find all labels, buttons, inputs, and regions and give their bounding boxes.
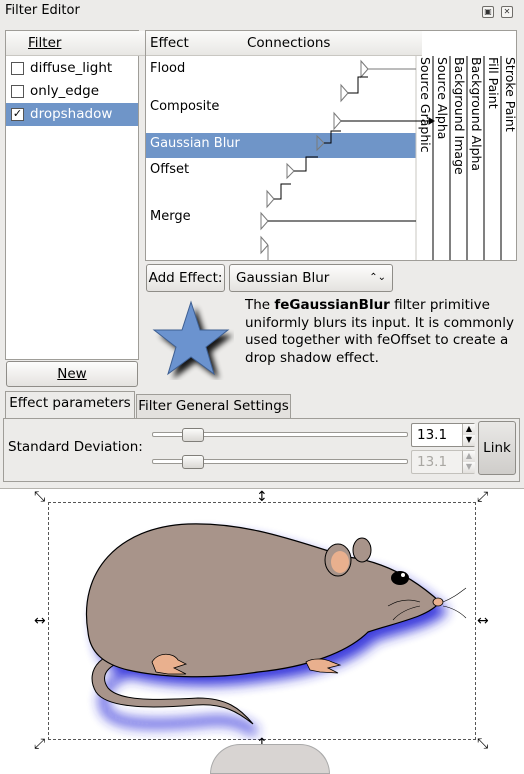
std-dev-x-value: 13.1 — [417, 427, 448, 443]
effect-type-select[interactable]: Gaussian Blur ⌃⌄ — [229, 264, 393, 292]
filter-row-only-edge[interactable]: only_edge — [6, 80, 138, 103]
effect-row-offset[interactable]: Offset — [146, 159, 416, 183]
selection-bbox — [48, 502, 476, 740]
input-label-fill-paint: Fill Paint — [486, 57, 501, 109]
input-label-source-alpha: Source Alpha — [435, 57, 450, 140]
scale-handle-bottom-left-icon[interactable]: ⤢ — [34, 736, 46, 752]
drawing-canvas[interactable]: ⤡ ↕ ⤢ ↔ ↔ ⤢ ↕ ⤡ — [0, 489, 524, 774]
connections-graph — [260, 56, 502, 260]
input-label-background-image: Background Image — [452, 57, 467, 175]
filter-header-label: Filter — [28, 35, 62, 51]
tab-label: Effect parameters — [9, 395, 131, 411]
close-button[interactable]: ✕ — [501, 6, 513, 18]
std-dev-y-spinbox[interactable]: 13.1 ▲ ▼ — [411, 450, 475, 474]
filter-row-diffuse-light[interactable]: diffuse_light — [6, 57, 138, 80]
effect-row-flood[interactable]: Flood — [146, 57, 416, 82]
parameters-pane — [3, 418, 520, 482]
add-effect-button[interactable]: Add Effect: — [146, 264, 225, 292]
link-button[interactable]: Link — [478, 421, 516, 475]
rat-illustration[interactable] — [48, 502, 476, 740]
new-button-label: New — [57, 366, 87, 382]
std-dev-x-slider-thumb[interactable] — [182, 428, 205, 442]
star-icon — [152, 300, 233, 379]
std-dev-x-slider-track[interactable] — [152, 432, 408, 437]
std-dev-label: Standard Deviation: — [8, 439, 143, 455]
panel-title: Filter Editor — [5, 3, 80, 18]
input-label-source-graphic: Source Graphic — [418, 57, 433, 153]
effect-description: The feGaussianBlur filter primitive unif… — [245, 297, 515, 367]
input-label-stroke-paint: Stroke Paint — [503, 57, 517, 132]
spin-up-icon[interactable]: ▲ — [462, 424, 475, 435]
effect-column-header[interactable]: Effect — [146, 31, 248, 56]
effect-header-label: Effect — [150, 35, 189, 51]
scale-handle-top-icon[interactable]: ↕ — [256, 489, 268, 505]
tab-label: Filter General Settings — [138, 398, 289, 414]
filter-checkbox-only-edge[interactable] — [11, 85, 24, 98]
spin-up-icon: ▲ — [462, 451, 475, 462]
std-dev-y-value: 13.1 — [417, 454, 448, 470]
effect-label: Composite — [150, 99, 220, 114]
next-object-top[interactable] — [210, 744, 330, 774]
filter-label: diffuse_light — [30, 60, 113, 76]
effect-label: Flood — [150, 61, 186, 76]
scale-handle-top-right-icon[interactable]: ⤢ — [477, 489, 489, 505]
connections-column-header[interactable]: Connections — [243, 31, 422, 56]
spin-down-icon[interactable]: ▼ — [462, 435, 475, 446]
effect-list[interactable]: Effect Connections Flood Composite Gauss… — [145, 30, 517, 261]
link-button-label: Link — [483, 440, 511, 456]
iconify-button[interactable]: ▣ — [482, 6, 494, 18]
tab-filter-general-settings[interactable]: Filter General Settings — [136, 394, 291, 418]
spin-down-icon: ▼ — [462, 462, 475, 473]
select-arrows-icon: ⌃⌄ — [369, 272, 386, 283]
std-dev-x-spinbox[interactable]: 13.1 ▲ ▼ — [411, 423, 475, 447]
filter-checkbox-diffuse-light[interactable] — [11, 62, 24, 75]
std-dev-y-slider-thumb[interactable] — [182, 455, 205, 469]
filter-list[interactable]: Filter diffuse_light only_edge ✓ dropsha… — [5, 30, 160, 360]
effect-row-gaussian-blur[interactable]: Gaussian Blur — [146, 133, 416, 158]
effect-type-value: Gaussian Blur — [236, 270, 330, 286]
input-label-background-alpha: Background Alpha — [469, 57, 484, 172]
filter-label: only_edge — [30, 83, 100, 99]
effect-label: Offset — [150, 162, 190, 177]
description-pre: The — [245, 297, 275, 313]
effect-row-composite[interactable]: Composite — [146, 84, 416, 132]
scale-handle-right-icon[interactable]: ↔ — [477, 613, 489, 629]
scale-handle-left-icon[interactable]: ↔ — [34, 613, 46, 629]
std-dev-y-slider-track[interactable] — [152, 459, 408, 464]
effect-label: Merge — [150, 209, 191, 224]
effect-row-merge[interactable]: Merge — [146, 184, 416, 259]
panel-titlebar: Filter Editor ▣ ✕ — [0, 0, 524, 24]
new-filter-button[interactable]: New — [6, 361, 138, 387]
filter-editor-panel: Filter Editor ▣ ✕ Filter diffuse_light o… — [0, 0, 524, 489]
connections-header-label: Connections — [247, 35, 331, 51]
effect-label: Gaussian Blur — [150, 136, 240, 151]
add-effect-label: Add Effect: — [148, 270, 223, 286]
scale-handle-bottom-right-icon[interactable]: ⤡ — [477, 736, 489, 752]
scale-handle-top-left-icon[interactable]: ⤡ — [34, 489, 46, 505]
filter-column-header[interactable]: Filter — [6, 31, 160, 56]
filter-label: dropshadow — [30, 106, 113, 122]
filter-row-dropshadow[interactable]: ✓ dropshadow — [6, 103, 138, 126]
filter-checkbox-dropshadow[interactable]: ✓ — [11, 107, 24, 121]
description-post: filter primitive uniformly blurs its inp… — [245, 297, 514, 366]
tab-effect-parameters[interactable]: Effect parameters — [5, 391, 135, 418]
description-primitive: feGaussianBlur — [274, 297, 390, 313]
